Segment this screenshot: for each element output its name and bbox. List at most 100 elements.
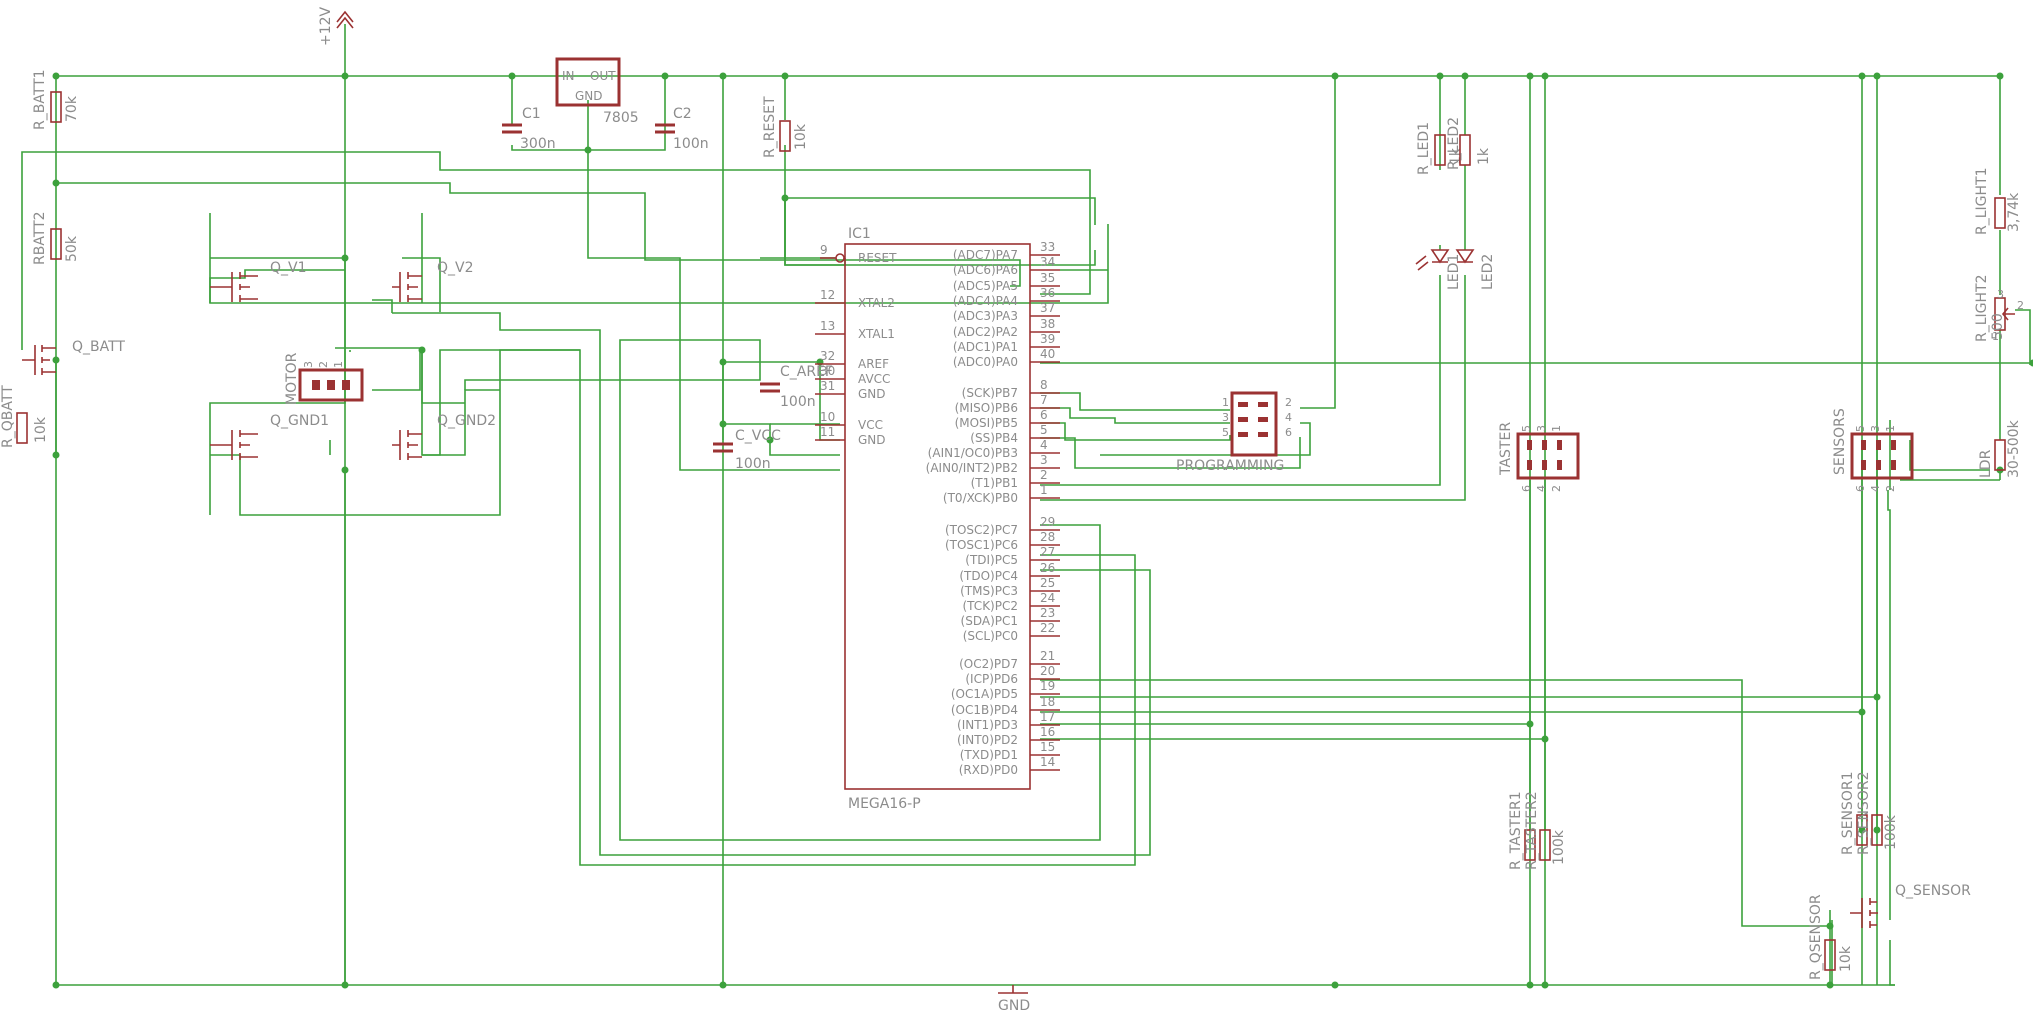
svg-text:R_LED1: R_LED1 (1416, 122, 1432, 175)
mcu-pin-number: 27 (1040, 545, 1055, 559)
svg-text:MOTOR: MOTOR (284, 352, 300, 405)
capacitor-c2: C2 100n (655, 106, 709, 152)
mcu-pin-name: (ICP)PD6 (965, 672, 1018, 686)
svg-text:30-500k: 30-500k (2006, 419, 2022, 478)
power-symbol-12v: +12V (318, 6, 354, 46)
svg-text:1k: 1k (1476, 147, 1492, 165)
svg-text:3,74k: 3,74k (2006, 192, 2022, 232)
mcu-pin-number: 22 (1040, 621, 1055, 635)
svg-text:3: 3 (1535, 425, 1548, 432)
svg-text:5: 5 (1222, 426, 1229, 439)
svg-text:2: 2 (1550, 485, 1563, 492)
mosfet-q-batt: Q_BATT (22, 339, 125, 375)
mcu-pin-number: 20 (1040, 664, 1055, 678)
svg-text:100k: 100k (1551, 829, 1567, 865)
mcu-pin-name: (ADC2)PA2 (953, 325, 1018, 339)
svg-text:1: 1 (1884, 425, 1897, 432)
svg-text:4: 4 (1285, 411, 1292, 424)
mcu-pin-number: 6 (1040, 408, 1048, 422)
svg-text:500: 500 (1990, 313, 2006, 340)
mcu-pin-number: 39 (1040, 332, 1055, 346)
connector-sensors: SENSORS 5 3 1 6 4 2 (1832, 408, 1914, 492)
mcu-pin-number: 5 (1040, 423, 1048, 437)
wires (21, 24, 2033, 986)
regulator-out-label: OUT (590, 69, 616, 83)
mcu-pin-number: 10 (820, 410, 835, 424)
mcu-pin-number: 1 (1040, 483, 1048, 497)
svg-text:R_QBATT: R_QBATT (0, 385, 16, 448)
mcu-pin-name: (ADC1)PA1 (953, 340, 1018, 354)
resistor-r-qbatt: R_QBATT 10k (0, 385, 49, 448)
svg-text:R_RESET: R_RESET (762, 96, 778, 158)
svg-text:LDR: LDR (1978, 449, 1994, 478)
mcu-pin-name: (ADC5)PA5 (953, 279, 1018, 293)
mcu-pin-name: (SS)PB4 (970, 431, 1018, 445)
mcu-pin-name: (ADC0)PA0 (953, 355, 1018, 369)
mcu-pin-number: 24 (1040, 591, 1055, 605)
mcu-left-pins: 9RESET12XTAL213XTAL132AREF30AVCC31GND10V… (815, 243, 897, 447)
regulator-in-label: IN (562, 69, 575, 83)
svg-text:LED2: LED2 (1480, 254, 1496, 290)
mcu-pin-number: 19 (1040, 679, 1055, 693)
resistor-r-led2: R_LED2 1k (1446, 117, 1492, 170)
mcu-pin-name: (SCL)PC0 (963, 629, 1018, 643)
svg-text:5: 5 (1520, 425, 1533, 432)
svg-text:R_SENSOR1: R_SENSOR1 (1840, 772, 1856, 855)
ground-symbol: GND (998, 985, 1030, 1010)
mcu-pin-number: 35 (1040, 271, 1055, 285)
mcu-pin-number: 37 (1040, 301, 1055, 315)
svg-text:2: 2 (317, 361, 330, 368)
capacitor-c-aref: C_AREF 100n (760, 364, 833, 410)
svg-text:1: 1 (332, 361, 345, 368)
mcu-pin-number: 13 (820, 319, 835, 333)
connector-programming: 1 2 3 4 5 6 PROGRAMMING (1176, 391, 1292, 474)
mosfet-q-gnd2: Q_GND2 (392, 413, 496, 460)
svg-text:100n: 100n (735, 456, 771, 472)
resistor-r-taster1: R_TASTER1 (1508, 791, 1536, 870)
resistor-r-taster2: R_TASTER2 100k (1524, 791, 1567, 870)
mcu-pin-name: AVCC (858, 372, 890, 386)
regulator-gnd-label: GND (575, 89, 603, 103)
mcu-pin-name: (T1)PB1 (971, 476, 1018, 490)
svg-text:R_BATT1: R_BATT1 (32, 69, 48, 130)
mosfet-q-gnd1: Q_GND1 (210, 413, 329, 460)
mcu-pin-name: (MISO)PB6 (955, 401, 1018, 415)
mcu-pin-number: 28 (1040, 530, 1055, 544)
svg-text:TASTER: TASTER (1498, 422, 1514, 476)
mcu-pin-number: 11 (820, 425, 835, 439)
resistor-r-qsensor: R_QSENSOR 10k (1808, 894, 1854, 980)
svg-text:2: 2 (1285, 396, 1292, 409)
mcu-pin-name: (TCK)PC2 (963, 599, 1019, 613)
mcu-pin-name: (ADC7)PA7 (953, 248, 1018, 262)
mcu-pin-number: 31 (820, 379, 835, 393)
svg-text:3: 3 (1222, 411, 1229, 424)
mcu-pin-number: 34 (1040, 255, 1055, 269)
svg-text:70k: 70k (64, 95, 80, 122)
mcu-pin-number: 15 (1040, 740, 1055, 754)
svg-text:1: 1 (1992, 330, 1999, 343)
svg-text:100n: 100n (673, 136, 709, 152)
mcu-pin-number: 7 (1040, 393, 1048, 407)
mcu-pin-number: 40 (1040, 347, 1055, 361)
svg-text:10k: 10k (793, 123, 809, 150)
mcu-pin-name: (AIN0/INT2)PB2 (926, 461, 1018, 475)
mcu-pin-name: (T0/XCK)PB0 (943, 491, 1018, 505)
mosfet-q-v1: Q_V1 (210, 260, 307, 302)
mcu-pin-name: (TOSC1)PC6 (945, 538, 1018, 552)
mcu-pin-name: RESET (858, 251, 897, 265)
mcu-part: MEGA16-P (848, 796, 921, 812)
mcu-pin-name: XTAL1 (858, 327, 895, 341)
mcu-pin-name: GND (858, 433, 886, 447)
svg-text:R_LIGHT1: R_LIGHT1 (1974, 168, 1990, 236)
mcu-pin-number: 30 (820, 364, 835, 378)
svg-text:2: 2 (1884, 485, 1897, 492)
svg-text:3: 3 (302, 361, 315, 368)
mcu-pin-name: (RXD)PD0 (959, 763, 1018, 777)
svg-text:Q_SENSOR: Q_SENSOR (1895, 883, 1971, 899)
svg-text:100k: 100k (1883, 814, 1899, 850)
mcu-pin-name: (SCK)PB7 (962, 386, 1018, 400)
microcontroller-ic1: IC1 MEGA16-P 9RESET12XTAL213XTAL132AREF3… (815, 226, 1060, 812)
mcu-pin-number: 32 (820, 349, 835, 363)
resistor-ldr: LDR 30-500k (1978, 419, 2022, 478)
svg-text:100n: 100n (780, 394, 816, 410)
